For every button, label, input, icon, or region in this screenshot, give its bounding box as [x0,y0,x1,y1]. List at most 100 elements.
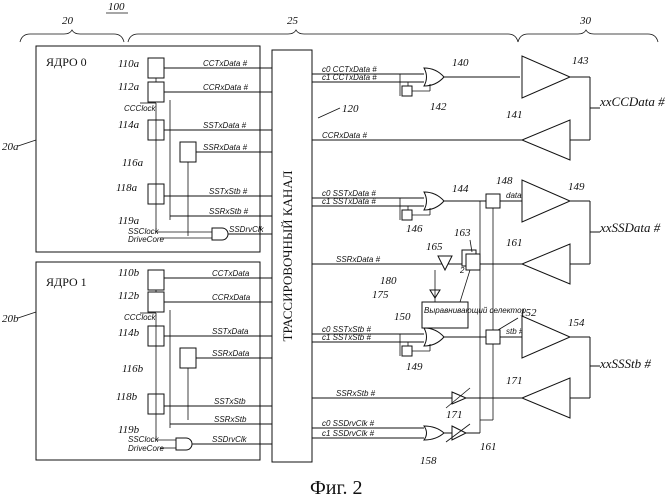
flip-flop-116b [180,348,196,368]
core-1-drivecore: DriveCore [128,444,165,453]
ref-161: 161 [506,237,523,249]
ff-110a-label: 110a [118,58,140,70]
core-1-title: ЯДРО 1 [46,275,87,289]
delay-173 [452,392,466,404]
core-1-sig-sstxstb: SSTxStb [214,397,246,406]
ref-140: 140 [452,57,469,69]
and-gate-0 [212,228,228,240]
flip-flop-110b [148,270,164,290]
ff-119a-label: 119a [118,215,140,227]
mux-163-stack [466,254,480,270]
section-braces [20,30,658,42]
ref-141: 141 [506,109,523,121]
right-ssrxstb: SSRxStb # [336,389,376,398]
core-1: ЯДРО 1 20b 110b 112b 114b 116b 118b 119b… [2,262,272,460]
right-stb-tap: stb # [506,327,524,336]
ref-144: 144 [452,183,469,195]
core-0-sig-ssrxdata: SSRxData # [203,143,248,152]
flip-flop-112b [148,292,164,312]
right-ssrxdata: SSRxData # [336,255,381,264]
mux-152-gate [424,328,444,346]
ff-112a-label: 112a [118,81,140,93]
ref-155: 154 [568,317,585,329]
core-0-ref: 20a [2,141,19,153]
core-1-ccclock: CCClock [124,313,157,322]
core-0-sig-ccrxdata: CCRxData # [203,83,248,92]
and-gate-1 [176,438,192,450]
ff-116b-label: 116b [122,363,144,375]
ref-158: 161 [480,441,497,453]
core-0: ЯДРО 0 20a 110a 112a 114a 116a 118a 119a… [2,46,272,252]
core-0-sig-sstxstb: SSTxStb # [209,187,248,196]
pin-xxssstb: xxSSStb # [599,356,651,371]
ref-100: 100 [108,1,125,13]
ref-143: 143 [572,55,589,67]
ff-116a-label: 116a [122,157,144,169]
core-1-sig-ssrxstb: SSRxStb [214,415,247,424]
tx-buffer-155 [522,316,570,358]
core-0-ccclock: CCClock [124,104,157,113]
ff-118a-label: 118a [116,182,138,194]
ff-110b-label: 110b [118,267,140,279]
flip-flop-110a [148,58,164,78]
ref-146: 146 [406,223,423,235]
delay-165 [438,256,452,270]
rx-buffer-171 [522,378,570,418]
pin-xxssdata: xxSSData # [599,220,661,235]
core-1-sig-cctxdata: CCTxData [212,269,250,278]
right-c1-sstxstb: c1 SSTxStb # [322,333,371,342]
ref-120: 120 [342,103,359,115]
core-1-ssclock: SSClock [128,435,160,444]
ref-163: 163 [454,227,471,239]
core-0-sig-ssrxstb: SSRxStb # [209,207,249,216]
mux-152-select [402,346,412,356]
core-1-sig-sstxdata: SSTxData [212,327,249,336]
ref-25: 25 [287,15,299,27]
flip-flop-112a [148,82,164,102]
core-1-sig-ccrxdata: CCRxData [212,293,251,302]
ref-156: 158 [420,455,437,467]
ref-30: 30 [579,15,592,27]
ref-142: 142 [430,101,447,113]
ref-152: 149 [406,361,423,373]
pin-xxccdata: xxCCData # [599,94,665,109]
core-1-ref: 20b [2,313,19,325]
mux-144 [424,192,444,210]
core-1-sig-ssrxdata: SSRxData [212,349,250,358]
tx-buffer-143 [522,56,570,98]
alignment-selector-label: Выравнивающий селектор [424,306,527,315]
mux-142-select [402,86,412,96]
mux-140 [424,68,444,86]
right-ccrxdata: CCRxData # [322,131,367,140]
rx-buffer-161 [522,244,570,284]
ref-149: 149 [568,181,585,193]
ff-112b-label: 112b [118,290,140,302]
ref-20: 20 [62,15,74,27]
ref-180: 180 [380,275,397,287]
core-0-drivecore: DriveCore [128,235,165,244]
flip-flop-116a [180,142,196,162]
rx-buffer-141 [522,120,570,160]
tx-buffer-149 [522,180,570,222]
right-c1-sstxdata: c1 SSTxData # [322,197,376,206]
ref-173: 171 [446,409,463,421]
core-0-sig-cctxdata: CCTxData # [203,59,248,68]
right-c0-ssdrvclk: c0 SSDrvClk # [322,419,375,428]
right-c1-ssdrvclk: c1 SSDrvClk # [322,429,375,438]
latch-154 [486,330,500,344]
ref-175: 175 [372,289,389,301]
ref-165: 165 [426,241,443,253]
routing-channel-label: ТРАССИРОВОЧНЫЙ КАНАЛ [280,170,295,341]
core-0-sig-ssdrvclk: SSDrvClk [229,225,265,234]
ref-148: 148 [496,175,513,187]
right-wiring: c0 CCTxData # c1 CCTxData # 140 142 CCRx… [312,57,537,467]
or-gate-156 [424,426,444,440]
core-0-sig-sstxdata: SSTxData # [203,121,247,130]
ff-114a-label: 114a [118,119,140,131]
core-0-title: ЯДРО 0 [46,55,87,69]
io-buffers: 143 141 xxCCData # 149 161 xxSSData # 15… [506,55,665,418]
figure-caption: Фиг. 2 [310,477,362,499]
mux-163-input-count: 2 [459,266,465,275]
ff-114b-label: 114b [118,327,140,339]
